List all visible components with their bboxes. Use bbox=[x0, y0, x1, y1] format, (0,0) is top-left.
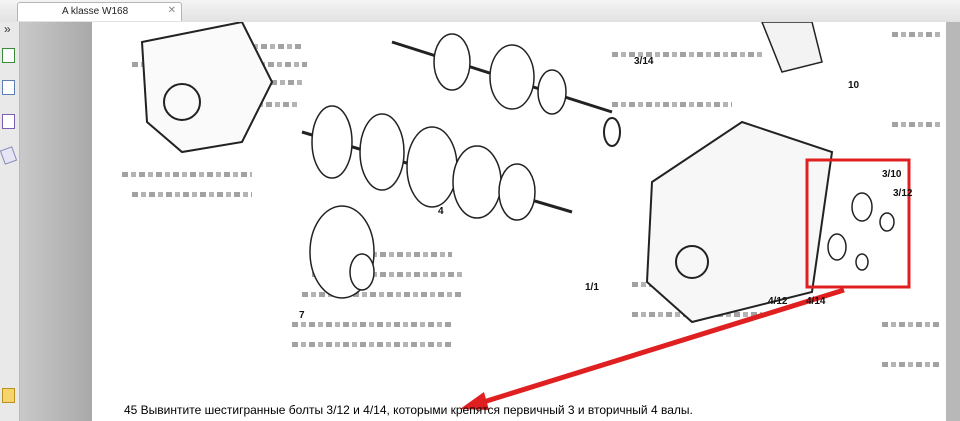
highlight-box bbox=[805, 158, 911, 289]
scan-text-line bbox=[892, 32, 942, 37]
part-label: 1/1 bbox=[585, 282, 599, 293]
scan-text-line bbox=[882, 362, 942, 367]
close-icon[interactable]: ✕ bbox=[167, 5, 176, 16]
scan-text-line bbox=[302, 292, 462, 297]
scan-text-line bbox=[312, 252, 452, 257]
part-label: 7 bbox=[299, 310, 305, 321]
gearbox-diagram bbox=[140, 22, 911, 410]
pointer-arrow bbox=[476, 287, 845, 407]
scan-text-line bbox=[612, 102, 732, 107]
bookmarks-icon[interactable] bbox=[2, 80, 15, 95]
scan-text-line bbox=[892, 122, 942, 127]
scan-text-line bbox=[122, 172, 252, 177]
part-label: 4/12 bbox=[768, 296, 788, 307]
housing-bore bbox=[163, 83, 201, 121]
viewer-background bbox=[20, 22, 92, 421]
document-tab[interactable]: A klasse W168 ✕ bbox=[17, 2, 182, 21]
scan-text-line bbox=[882, 322, 942, 327]
attachments-icon[interactable] bbox=[2, 388, 15, 403]
tab-bar: A klasse W168 ✕ bbox=[0, 0, 960, 23]
scan-text-line bbox=[292, 322, 452, 327]
washer-3-14 bbox=[603, 117, 621, 147]
scan-text-line bbox=[292, 342, 452, 347]
navigation-sidebar: » bbox=[0, 22, 20, 421]
bolt-details bbox=[827, 192, 895, 271]
edit-icon[interactable] bbox=[2, 114, 15, 129]
document-page: 3/14 10 3/10 3/12 4/12 4/14 4 7 1/1 45 В… bbox=[92, 22, 946, 421]
expand-icon[interactable]: » bbox=[4, 22, 11, 36]
output-shaft-gears bbox=[301, 105, 573, 221]
arrow-head bbox=[460, 392, 489, 410]
input-shaft-gears bbox=[391, 33, 613, 115]
part-label: 3/10 bbox=[882, 169, 902, 180]
selector-assembly bbox=[761, 22, 823, 73]
housing-right bbox=[645, 120, 834, 324]
scan-text-line bbox=[312, 272, 462, 277]
part-label: 10 bbox=[848, 80, 860, 91]
housing-right-bore bbox=[675, 245, 709, 279]
scan-text-line bbox=[132, 192, 252, 197]
step-caption: 45 Вывинтите шестигранные болты 3/12 и 4… bbox=[124, 403, 693, 417]
differential-gear bbox=[309, 205, 375, 299]
pages-icon[interactable] bbox=[2, 48, 15, 63]
part-label: 3/14 bbox=[634, 56, 654, 67]
part-label: 4 bbox=[438, 206, 444, 217]
part-label: 3/12 bbox=[893, 188, 913, 199]
tab-title: A klasse W168 bbox=[62, 6, 129, 17]
scan-text-line bbox=[612, 52, 762, 57]
stamp-icon[interactable] bbox=[0, 146, 18, 165]
vertical-scrollbar[interactable] bbox=[946, 22, 960, 421]
housing-left bbox=[140, 22, 274, 154]
part-label: 4/14 bbox=[806, 296, 826, 307]
